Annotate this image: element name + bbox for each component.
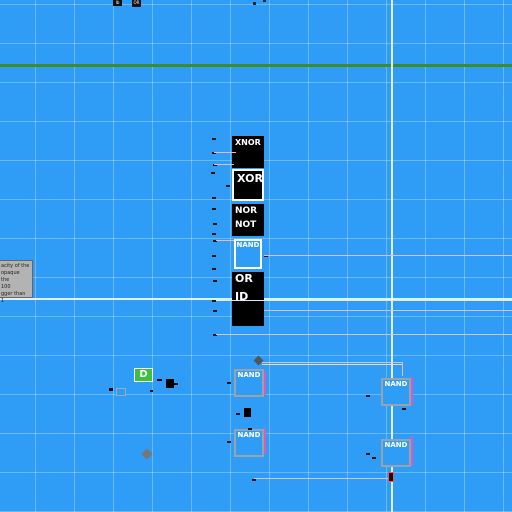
or-gate[interactable]: OR xyxy=(232,272,264,290)
note-line: opaque xyxy=(1,270,20,276)
nand-gate-b[interactable]: NAND xyxy=(234,429,264,457)
d-input-switch[interactable]: D xyxy=(134,368,153,382)
latch-pin xyxy=(150,390,153,392)
wire[interactable] xyxy=(264,255,512,256)
wire[interactable] xyxy=(264,310,512,311)
small-dot xyxy=(253,2,256,5)
output-probe[interactable] xyxy=(388,472,394,482)
id-gate[interactable]: ID xyxy=(232,290,264,326)
gate-pin[interactable] xyxy=(212,268,216,270)
gate-pin[interactable] xyxy=(252,479,256,481)
output-bar xyxy=(264,428,266,454)
note-line: acity of the xyxy=(1,263,30,269)
gate-pin[interactable] xyxy=(212,300,216,302)
gate-pin[interactable] xyxy=(236,413,240,415)
xnor-gate[interactable]: XNOR xyxy=(232,136,264,168)
wire[interactable] xyxy=(262,364,402,365)
gate-pin[interactable] xyxy=(366,395,370,397)
gate-pin[interactable] xyxy=(264,255,268,257)
latch-pin xyxy=(174,383,178,385)
latch-pin xyxy=(157,379,162,381)
note-line: 100 xyxy=(1,284,11,290)
xor-gate[interactable]: XOR xyxy=(232,169,264,201)
gate-pin[interactable] xyxy=(212,197,216,199)
small-dot xyxy=(263,0,266,2)
green-wire[interactable] xyxy=(0,64,512,67)
wire[interactable] xyxy=(214,164,234,165)
gate-pin[interactable] xyxy=(213,240,217,242)
gate-pin[interactable] xyxy=(212,138,216,140)
nand-gate-top[interactable]: NAND xyxy=(234,239,262,269)
gate-pin[interactable] xyxy=(213,164,217,166)
output-bar xyxy=(264,371,266,395)
gate-pin[interactable] xyxy=(212,208,216,210)
gate-pin[interactable] xyxy=(212,255,216,257)
wire[interactable] xyxy=(254,478,390,479)
gate-pin[interactable] xyxy=(366,453,370,455)
mini-component-2[interactable]: OR xyxy=(132,0,141,7)
nand-gate-d[interactable]: NAND xyxy=(381,439,411,467)
wire[interactable] xyxy=(262,362,402,363)
gate-pin[interactable] xyxy=(248,428,252,430)
small-label-box[interactable] xyxy=(116,388,126,396)
diamond-node[interactable] xyxy=(141,448,153,460)
note-line: the xyxy=(1,277,10,283)
wire[interactable] xyxy=(216,240,234,241)
not-gate[interactable]: NOT xyxy=(232,218,264,236)
gate-pin[interactable] xyxy=(213,334,217,336)
mini-component-1[interactable]: Ib xyxy=(113,0,122,6)
gate-pin[interactable] xyxy=(212,152,216,154)
small-chip[interactable] xyxy=(244,408,251,417)
gate-pin[interactable] xyxy=(213,223,217,225)
wire[interactable] xyxy=(216,300,512,301)
nand-gate-a[interactable]: NAND xyxy=(234,369,264,397)
latch-pin xyxy=(109,388,113,391)
gate-pin[interactable] xyxy=(227,382,231,384)
gate-pin[interactable] xyxy=(213,310,217,312)
gate-pin[interactable] xyxy=(372,457,376,459)
wire[interactable] xyxy=(214,152,236,153)
note-line: gger than 1 xyxy=(1,291,26,304)
output-bar xyxy=(411,436,413,466)
vertical-guide-line xyxy=(391,0,393,512)
gate-pin[interactable] xyxy=(213,280,217,282)
gate-pin[interactable] xyxy=(227,441,231,443)
wire[interactable] xyxy=(216,334,512,335)
nor-gate[interactable]: NOR xyxy=(232,204,264,218)
info-note[interactable]: acity of the opaque the 100 gger than 1 xyxy=(0,260,33,304)
gate-pin[interactable] xyxy=(212,233,216,235)
output-bar xyxy=(411,377,413,405)
wire[interactable] xyxy=(402,362,403,376)
gate-pin[interactable] xyxy=(402,408,406,410)
latch-chip[interactable] xyxy=(166,379,174,388)
gate-pin[interactable] xyxy=(226,185,230,187)
nand-gate-c[interactable]: NAND xyxy=(381,378,411,406)
gate-pin[interactable] xyxy=(211,172,215,174)
